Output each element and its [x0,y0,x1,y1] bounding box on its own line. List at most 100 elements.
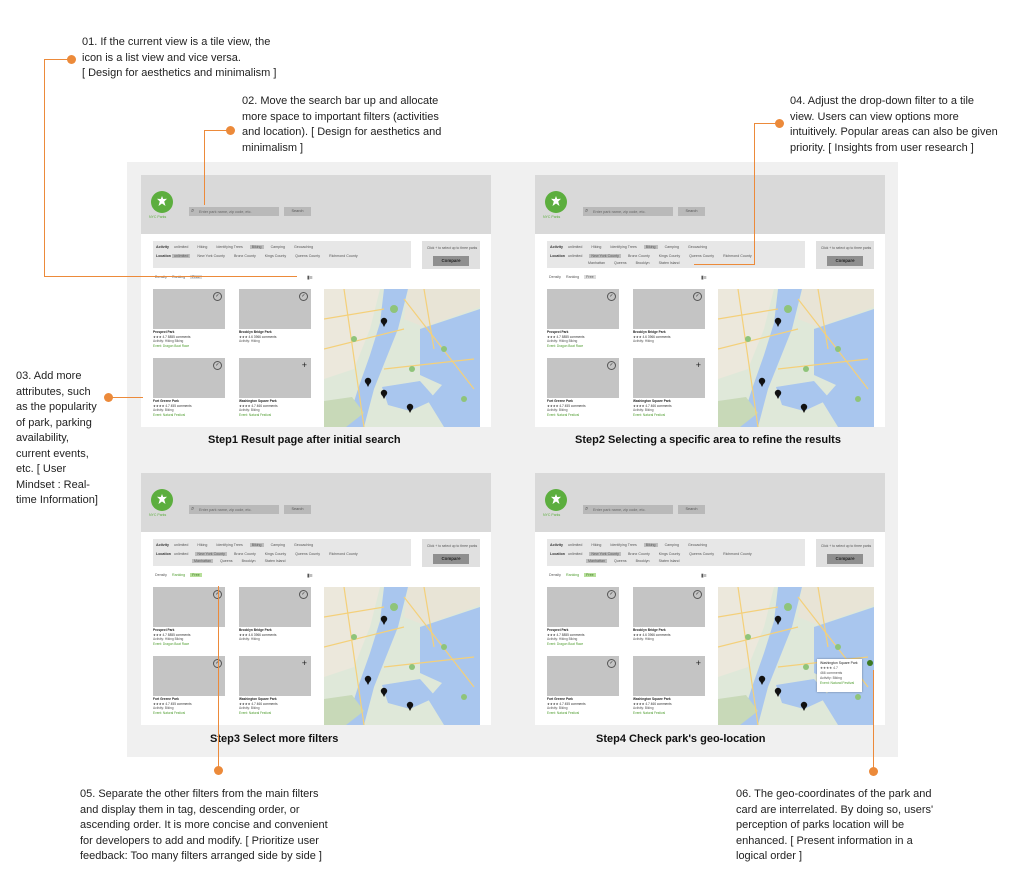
park-name[interactable]: Prospect Park [547,330,569,334]
activity-option[interactable]: Identifying Trees [216,245,243,249]
location-option[interactable]: unlimited [568,552,583,556]
park-name[interactable]: Brooklyn Bridge Park [633,330,666,334]
activity-option[interactable]: unlimited [568,543,583,547]
selected-pin[interactable] [867,660,873,666]
map-pin-2[interactable] [364,377,372,387]
activity-option[interactable]: Biking [643,245,658,249]
location-option[interactable]: unlimited [568,254,583,258]
add-to-compare-icon[interactable]: + [301,360,307,370]
location-option[interactable]: Richmond County [329,552,358,556]
activity-option[interactable]: unlimited [568,245,583,249]
map-pin-3[interactable] [774,687,782,697]
activity-option[interactable]: unlimited [174,543,189,547]
map-graphic[interactable] [718,587,874,725]
location-option[interactable]: Queens County [689,254,715,258]
activity-option[interactable]: Identifying Trees [610,543,637,547]
sub-location-option[interactable]: Brooklyn [241,559,256,563]
search-button[interactable]: Search [678,505,705,514]
search-input[interactable]: ⌕Enter park name, zip code, etc. [189,207,279,216]
map-pin-1[interactable] [380,615,388,625]
park-name[interactable]: Prospect Park [153,330,175,334]
park-name[interactable]: Prospect Park [547,628,569,632]
location-option[interactable]: Bronx County [627,254,650,258]
park-card-image[interactable]: + [633,358,705,398]
location-option[interactable]: Bronx County [627,552,650,556]
sub-location-option[interactable]: Brooklyn [635,261,650,265]
nyc-parks-logo-icon[interactable] [151,489,173,511]
park-card-image[interactable]: ✓ [153,587,225,627]
location-option[interactable]: Kings County [264,552,287,556]
location-option[interactable]: Queens County [689,552,715,556]
park-map[interactable] [324,587,480,725]
search-input[interactable]: ⌕Enter park name, zip code, etc. [583,207,673,216]
map-graphic[interactable] [324,587,480,725]
check-icon[interactable]: ✓ [607,590,616,599]
tag-free[interactable]: Free [584,275,596,279]
park-name[interactable]: Fort Greene Park [547,399,573,403]
list-view-toggle-icon[interactable]: ▮≡ [307,275,313,281]
activity-option[interactable]: Identifying Trees [216,543,243,547]
park-card-image[interactable]: ✓ [547,289,619,329]
activity-option[interactable]: Geocaching [293,543,314,547]
list-view-toggle-icon[interactable]: ▮≡ [701,275,707,281]
check-icon[interactable]: ✓ [607,659,616,668]
park-map[interactable] [718,587,874,725]
check-icon[interactable]: ✓ [299,292,308,301]
check-icon[interactable]: ✓ [693,590,702,599]
check-icon[interactable]: ✓ [213,361,222,370]
activity-option[interactable]: Hiking [591,245,602,249]
sort-density[interactable]: Density [549,275,561,279]
park-card-image[interactable]: ✓ [633,587,705,627]
park-name[interactable]: Brooklyn Bridge Park [239,628,272,632]
park-name[interactable]: Washington Square Park [239,399,277,403]
tag-free[interactable]: Free [584,573,596,577]
activity-option[interactable]: Camping [664,543,679,547]
park-name[interactable]: Fort Greene Park [547,697,573,701]
park-name[interactable]: Washington Square Park [633,399,671,403]
map-pin-3[interactable] [774,389,782,399]
activity-option[interactable]: unlimited [174,245,189,249]
search-button[interactable]: Search [284,207,311,216]
location-option[interactable]: Queens County [295,254,321,258]
activity-option[interactable]: Biking [249,245,264,249]
check-icon[interactable]: ✓ [299,590,308,599]
search-input[interactable]: ⌕Enter park name, zip code, etc. [583,505,673,514]
map-pin-4[interactable] [406,701,414,711]
map-pin-1[interactable] [380,317,388,327]
park-card-image[interactable]: ✓ [239,587,311,627]
park-card-image[interactable]: ✓ [547,656,619,696]
sort-ranking[interactable]: Ranking [171,573,186,577]
check-icon[interactable]: ✓ [607,361,616,370]
check-icon[interactable]: ✓ [693,292,702,301]
activity-option[interactable]: Geocaching [293,245,314,249]
park-card-image[interactable]: ✓ [633,289,705,329]
check-icon[interactable]: ✓ [213,292,222,301]
location-option[interactable]: Richmond County [723,552,752,556]
activity-option[interactable]: Hiking [197,543,208,547]
park-card-image[interactable]: + [633,656,705,696]
nyc-parks-logo-icon[interactable] [151,191,173,213]
map-graphic[interactable] [324,289,480,427]
map-pin-1[interactable] [774,615,782,625]
activity-option[interactable]: Camping [270,245,285,249]
location-option[interactable]: Kings County [264,254,287,258]
location-option[interactable]: Kings County [658,552,681,556]
sub-location-option[interactable]: Brooklyn [635,559,650,563]
activity-option[interactable]: Geocaching [687,245,708,249]
park-name[interactable]: Prospect Park [153,628,175,632]
map-pin-2[interactable] [758,377,766,387]
park-card-image[interactable]: ✓ [153,656,225,696]
map-pin-4[interactable] [406,403,414,413]
sub-location-option[interactable]: Manhattan [586,559,607,563]
map-pin-3[interactable] [380,687,388,697]
sub-location-option[interactable]: Staten Island [658,559,680,563]
park-name[interactable]: Fort Greene Park [153,697,179,701]
sort-ranking[interactable]: Ranking [565,573,580,577]
park-card-image[interactable]: + [239,656,311,696]
map-pin-2[interactable] [758,675,766,685]
sub-location-option[interactable]: Queens [613,559,627,563]
search-button[interactable]: Search [284,505,311,514]
map-pin-1[interactable] [774,317,782,327]
location-option[interactable]: Richmond County [329,254,358,258]
